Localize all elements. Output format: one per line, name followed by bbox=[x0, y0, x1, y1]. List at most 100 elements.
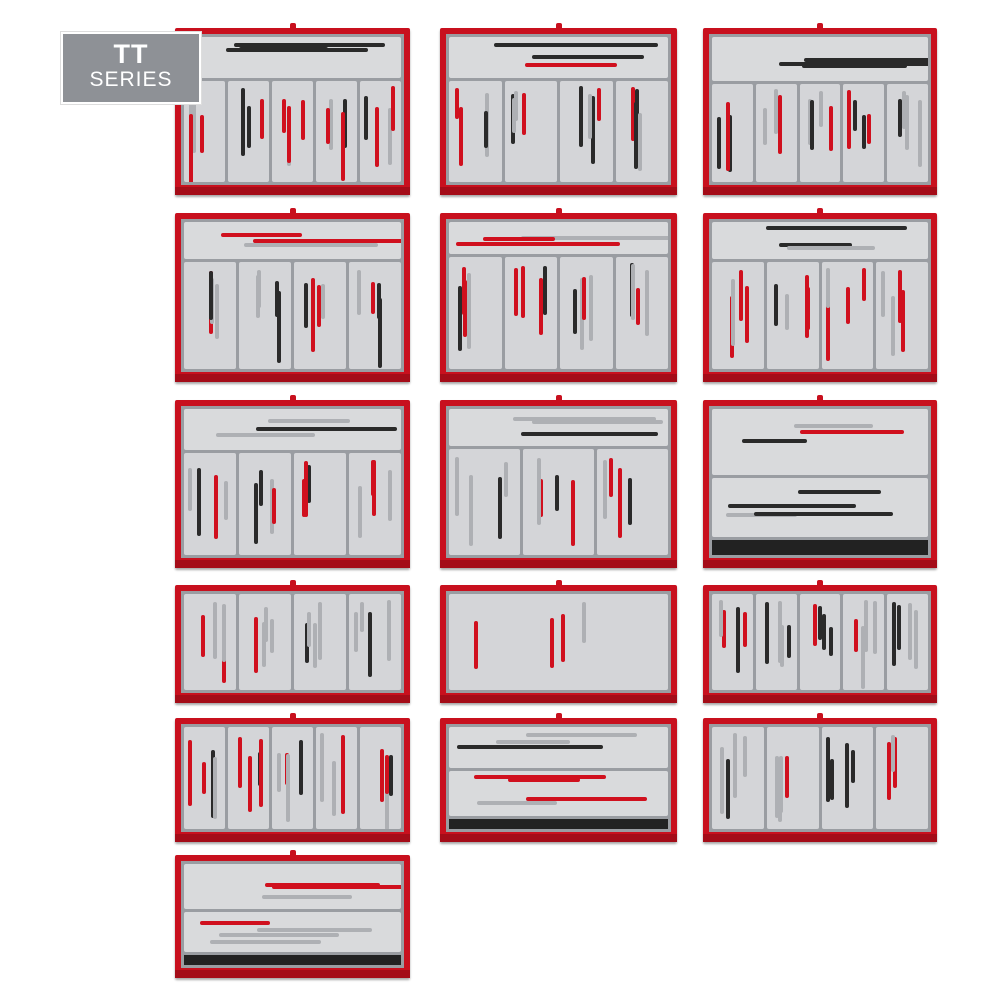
tool-item bbox=[561, 614, 566, 662]
drawer-handle bbox=[555, 23, 562, 29]
tool-item bbox=[379, 748, 384, 802]
drawer-handle bbox=[817, 713, 823, 719]
tool-item bbox=[388, 754, 393, 797]
tool-item bbox=[473, 775, 607, 780]
tool-item bbox=[587, 93, 592, 139]
tool-item bbox=[312, 622, 317, 668]
tool-item bbox=[261, 621, 266, 667]
drawer-base bbox=[175, 834, 410, 842]
tool-item bbox=[810, 100, 814, 150]
tool-item bbox=[573, 289, 578, 334]
tool-item bbox=[377, 298, 382, 368]
tool-item bbox=[807, 98, 812, 145]
tool-item bbox=[456, 745, 603, 750]
tool-item bbox=[717, 117, 722, 169]
tool-item bbox=[570, 479, 575, 546]
drawer-base bbox=[175, 374, 410, 382]
tool-compartment bbox=[449, 594, 668, 690]
tool-compartment bbox=[755, 83, 797, 182]
drawer-handle bbox=[555, 208, 562, 214]
drawer-liner bbox=[184, 954, 401, 965]
tool-item bbox=[846, 286, 851, 325]
tool-item bbox=[628, 478, 633, 526]
tool-item bbox=[223, 481, 228, 521]
tool-compartment bbox=[712, 727, 764, 829]
tool-item bbox=[818, 605, 823, 641]
drawer-handle bbox=[817, 580, 823, 586]
tool-item bbox=[886, 757, 891, 800]
drawer-handle bbox=[289, 850, 296, 856]
drawer-tray bbox=[446, 219, 671, 372]
drawer-tray bbox=[446, 724, 671, 832]
tool-item bbox=[719, 599, 724, 637]
tool-item bbox=[774, 755, 779, 819]
tool-item bbox=[722, 609, 727, 649]
tool-item bbox=[861, 267, 866, 301]
tool-compartment bbox=[843, 83, 885, 182]
tool-item bbox=[271, 884, 401, 889]
tool-drawer bbox=[703, 208, 937, 382]
tool-item bbox=[819, 90, 824, 127]
tool-item bbox=[343, 99, 348, 148]
tool-item bbox=[384, 754, 389, 795]
tool-item bbox=[778, 760, 783, 823]
tool-item bbox=[326, 108, 331, 145]
tool-compartment bbox=[316, 727, 357, 829]
tool-item bbox=[482, 237, 555, 242]
tool-item bbox=[307, 611, 312, 648]
tool-item bbox=[458, 285, 463, 351]
tool-item bbox=[543, 265, 548, 316]
tool-item bbox=[200, 114, 205, 153]
tool-item bbox=[244, 243, 379, 248]
tool-item bbox=[897, 605, 902, 651]
compartment-row bbox=[712, 727, 928, 829]
tool-item bbox=[851, 750, 856, 784]
tool-item bbox=[873, 601, 878, 655]
drawer-handle bbox=[289, 395, 296, 401]
tool-item bbox=[913, 609, 918, 669]
tool-item bbox=[798, 489, 881, 494]
tool-item bbox=[387, 108, 392, 165]
tool-compartment bbox=[239, 594, 291, 690]
tool-item bbox=[374, 106, 379, 167]
tool-drawer bbox=[703, 580, 937, 703]
tool-item bbox=[237, 736, 242, 789]
tool-item bbox=[765, 601, 770, 665]
tool-item bbox=[462, 279, 467, 337]
drawer-tray bbox=[181, 34, 404, 185]
drawer-handle bbox=[555, 713, 562, 719]
compartment-row bbox=[449, 448, 668, 555]
tool-item bbox=[494, 43, 658, 48]
tool-item bbox=[779, 625, 784, 668]
tool-item bbox=[466, 272, 471, 349]
tool-item bbox=[328, 98, 333, 150]
tool-item bbox=[800, 429, 905, 434]
tool-item bbox=[468, 475, 473, 547]
tool-drawer bbox=[175, 850, 410, 978]
drawer-handle bbox=[289, 713, 296, 719]
tool-item bbox=[458, 107, 463, 166]
tool-compartment bbox=[316, 80, 357, 182]
tool-item bbox=[331, 761, 336, 816]
tool-compartment bbox=[449, 448, 520, 555]
tool-compartment bbox=[712, 594, 753, 690]
tool-item bbox=[212, 756, 217, 819]
compartment-row bbox=[184, 80, 401, 182]
tool-compartment bbox=[755, 594, 797, 690]
drawer-tray bbox=[709, 724, 931, 832]
tool-compartment bbox=[597, 448, 668, 555]
tool-item bbox=[591, 95, 596, 165]
tool-item bbox=[268, 418, 351, 423]
tool-strip bbox=[184, 912, 401, 952]
tool-item bbox=[828, 106, 833, 152]
tool-drawer bbox=[175, 395, 410, 568]
tool-item bbox=[821, 613, 826, 650]
tool-compartment bbox=[349, 452, 401, 555]
tool-drawer bbox=[703, 713, 937, 842]
tool-strip bbox=[449, 222, 668, 255]
tool-item bbox=[303, 282, 308, 329]
tool-compartment bbox=[799, 83, 841, 182]
drawer-handle bbox=[817, 23, 823, 29]
tool-item bbox=[787, 625, 792, 659]
tool-compartment bbox=[184, 80, 225, 182]
